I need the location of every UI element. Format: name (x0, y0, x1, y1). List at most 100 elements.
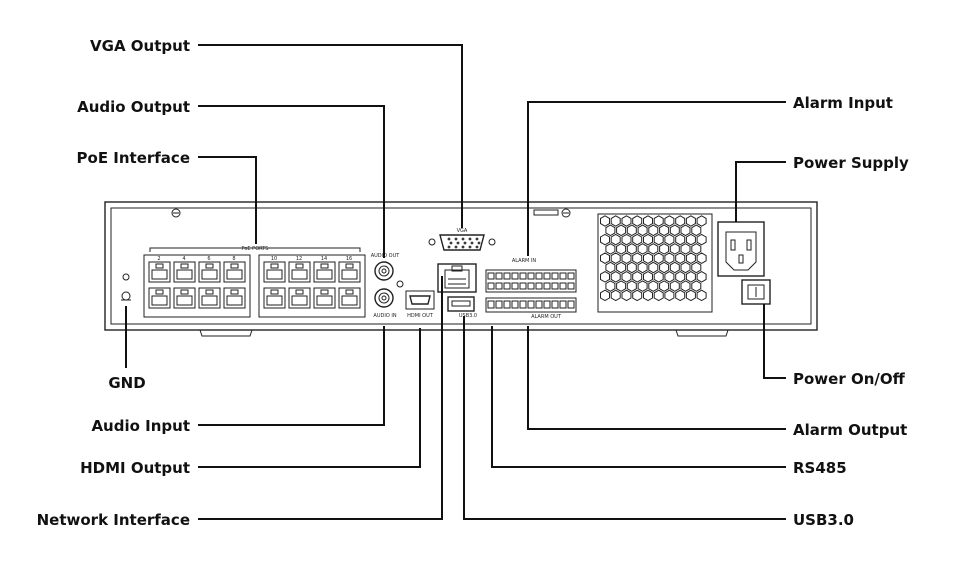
label-audio-output: Audio Output (77, 98, 190, 116)
poe-port-number: 16 (346, 256, 352, 262)
grille-hole (664, 271, 675, 283)
vga-pin (456, 241, 460, 245)
vga-pin (461, 245, 465, 249)
poe-jack (198, 287, 221, 309)
grille-hole (685, 289, 696, 302)
leader-lines (125, 44, 786, 520)
grille-hole (637, 261, 648, 274)
poe-jack-socket (291, 295, 308, 306)
grille-hole (659, 243, 670, 255)
poe-port-number: 14 (321, 256, 327, 262)
audio-in-mark: AUDIO IN (373, 313, 396, 319)
vga-pin (454, 237, 458, 241)
poe-jack-latch (205, 289, 214, 295)
alarm-terminal-block: ALARM IN ALARM OUT (485, 258, 577, 320)
terminal-slot (487, 282, 495, 290)
terminal-cell (495, 300, 503, 309)
grille-hole (675, 289, 686, 302)
poe-jack-latch (295, 289, 304, 295)
poe-jack (288, 287, 311, 309)
usb-port: USB3.0 (447, 296, 477, 319)
grille-hole (643, 271, 653, 283)
grille-hole (664, 233, 675, 246)
grille-hole (653, 271, 664, 283)
grille-hole (610, 233, 621, 246)
label-alarm-input: Alarm Input (793, 94, 893, 112)
grille-hole (675, 233, 686, 246)
poe-jack-latch (155, 289, 164, 295)
poe-jack (198, 261, 221, 283)
poe-jack-socket (341, 295, 358, 306)
label-vga-output: VGA Output (90, 37, 190, 55)
grille-hole (685, 233, 696, 246)
vga-port: VGA (428, 228, 496, 251)
grille-hole (669, 280, 680, 292)
terminal-screw (551, 272, 559, 280)
grille-hole (669, 243, 680, 255)
label-network-interface: Network Interface (37, 511, 190, 529)
audio-jacks: AUDIO OUT AUDIO IN (371, 253, 404, 319)
grille-hole (685, 215, 696, 227)
terminal-screw (503, 272, 511, 280)
terminal-slot (535, 282, 543, 290)
terminal-slot (519, 282, 527, 290)
label-power-supply: Power Supply (793, 154, 909, 172)
terminal-cell (503, 300, 511, 309)
grille-hole (632, 233, 643, 246)
grille-hole (621, 271, 632, 283)
poe-jack-socket (291, 269, 308, 280)
vga-pin (463, 241, 467, 245)
grille-hole (659, 224, 670, 237)
grille-hole (696, 215, 707, 227)
grille-hole (691, 261, 702, 274)
terminal-screw (559, 272, 567, 280)
terminal-slot (503, 282, 511, 290)
label-power-onoff: Power On/Off (793, 370, 906, 388)
poe-ports-mark: PoE PORTS (242, 246, 269, 252)
terminal-screw (511, 272, 519, 280)
vga-mark: VGA (457, 228, 468, 234)
poe-jack-socket (151, 295, 168, 306)
grille-hole (616, 261, 627, 274)
terminal-cell (535, 300, 543, 309)
grille-hole (600, 233, 610, 246)
grille-hole (664, 289, 675, 302)
grille-hole (610, 252, 621, 264)
vga-pin (468, 245, 472, 249)
grille-hole (659, 261, 670, 274)
grille-hole (605, 280, 616, 292)
vga-pin (447, 245, 451, 249)
grille-hole (664, 215, 675, 227)
grille-hole (621, 289, 632, 302)
poe-jack-latch (205, 263, 214, 269)
hdmi-port: HDMI OUT (405, 290, 435, 319)
poe-jack-latch (320, 289, 329, 295)
alarm-in-mark: ALARM IN (512, 258, 537, 264)
grille-hole (664, 252, 675, 264)
vga-pin (468, 237, 472, 241)
poe-jack (338, 261, 361, 283)
terminal-cell (519, 300, 527, 309)
usb-mark: USB3.0 (459, 313, 477, 319)
gnd-terminal (121, 273, 131, 301)
poe-port-number: 2 (157, 256, 160, 262)
grille-hole (626, 261, 637, 274)
terminal-screw (487, 272, 495, 280)
grille-hole (675, 252, 686, 264)
grille-hole (680, 243, 691, 255)
vga-pin (477, 241, 481, 245)
poe-port-number: 6 (207, 256, 210, 262)
terminal-screw (519, 272, 527, 280)
terminal-screw (535, 272, 543, 280)
poe-jack-latch (180, 263, 189, 269)
alarm-out-mark: ALARM OUT (531, 314, 562, 320)
grille-hole (648, 243, 659, 255)
poe-jack-socket (316, 269, 333, 280)
grille-hole (696, 233, 707, 246)
poe-jack (148, 287, 171, 309)
grille-hole (616, 224, 627, 237)
grille-hole (605, 224, 616, 237)
poe-jack-latch (155, 263, 164, 269)
power-switch (741, 279, 771, 305)
label-hdmi-output: HDMI Output (80, 459, 190, 477)
